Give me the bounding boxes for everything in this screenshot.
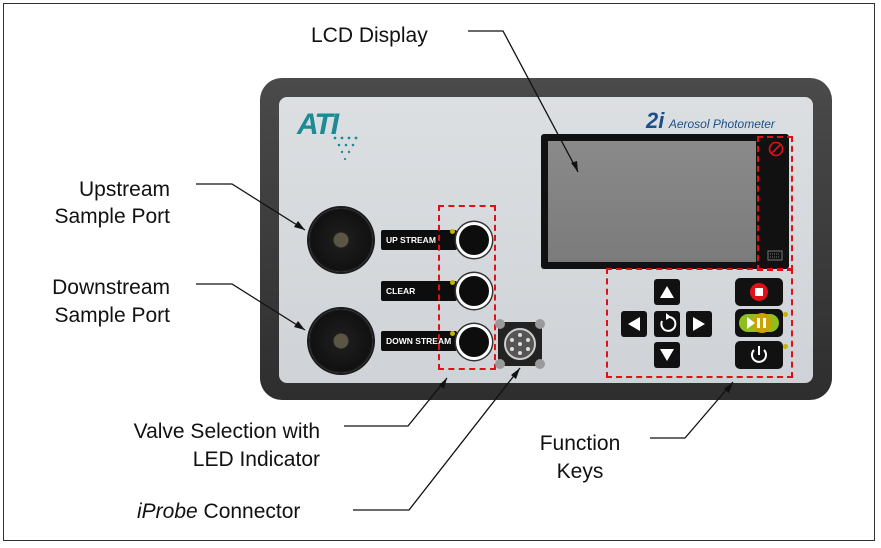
lcd-display-label: LCD Display [311,24,428,47]
upstream-arrowhead [294,221,305,230]
upstream-valve-button[interactable] [456,222,492,258]
power-led-indicator [783,344,788,349]
down-arrow-key[interactable] [654,342,680,368]
clear-valve-button[interactable] [456,273,492,309]
left-arrow-key[interactable] [621,311,647,337]
ati-logo: ATI [297,108,339,141]
down-arrow-icon [660,349,674,361]
upstream-led-indicator [450,229,455,234]
logo-dots-icon [333,136,358,161]
lcd-softkey-highlight [757,136,793,271]
valve-arrowhead [439,378,447,389]
left-arrow-icon [628,317,640,331]
iprobe-arrowhead [511,368,520,379]
iprobe-leader-line [353,367,521,511]
stop-icon [750,283,768,301]
function-leader-line [650,381,734,439]
figure-frame [3,3,875,541]
upstream-leader-line [196,183,306,231]
downstream-leader-line [196,283,306,331]
brand-title: 2i Aerosol Photometer [646,108,775,134]
lcd-arrowhead [571,161,578,172]
valve-selection-highlight [438,205,496,370]
valve-selection-label-line2: LED Indicator [192,448,320,471]
downstream-label-line2: Sample Port [54,304,170,327]
refresh-icon [660,313,677,332]
lcd-leader-line [468,30,579,173]
upstream-sample-port [309,208,373,272]
iprobe-connector-label: iProbe Connector [137,498,300,525]
stop-button[interactable] [735,278,783,306]
downstream-led-indicator [450,331,455,336]
right-arrow-key[interactable] [686,311,712,337]
valve-leader-line [344,377,448,427]
function-keys-label-line2: Keys [556,460,604,483]
downstream-valve-button[interactable] [456,324,492,360]
up-arrow-icon [660,286,674,298]
function-keys-label-line1: Function [539,432,621,455]
play-pause-icon [739,313,779,333]
product-name: Aerosol Photometer [668,117,775,131]
power-icon [751,346,767,363]
play-pause-button[interactable] [735,309,783,337]
up-arrow-key[interactable] [654,279,680,305]
model-number: 2i [646,108,665,133]
upstream-label-line2: Sample Port [54,205,170,228]
downstream-label-line1: Downstream [52,276,170,299]
right-arrow-icon [693,317,705,331]
iprobe-label-rest: Connector [197,500,301,523]
downstream-arrowhead [294,321,305,330]
iprobe-connector-icon [495,319,545,369]
iprobe-label-italic: iProbe [137,500,198,523]
lcd-display [548,141,756,262]
function-arrowhead [724,382,733,393]
downstream-sample-port [309,309,373,373]
valve-selection-label-line1: Valve Selection with [133,420,320,443]
upstream-label-line1: Upstream [78,178,170,201]
keyboard-icon[interactable] [767,250,783,261]
no-entry-icon[interactable] [768,141,784,157]
function-keys-highlight [606,268,793,378]
play-led-indicator [783,312,788,317]
refresh-key[interactable] [654,311,680,337]
clear-led-indicator [450,280,455,285]
power-button[interactable] [735,341,783,369]
